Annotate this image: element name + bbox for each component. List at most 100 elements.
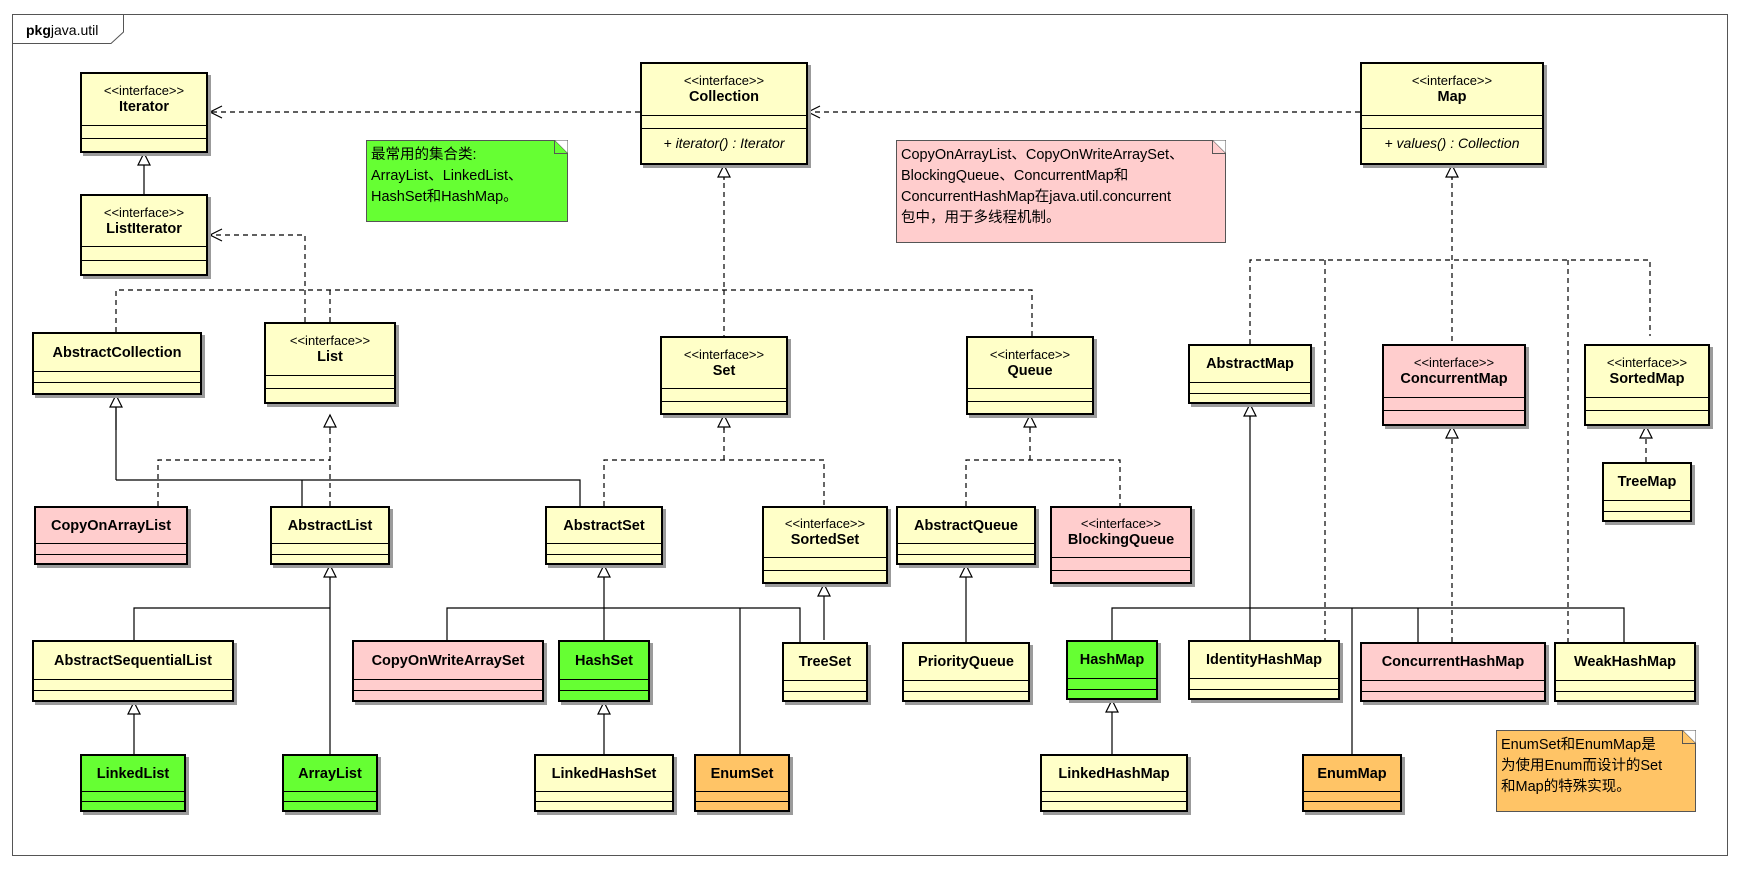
note-common-collections: 最常用的集合类: ArrayList、LinkedList、 HashSet和H…: [366, 140, 568, 222]
class-arraylist[interactable]: ArrayList: [282, 754, 378, 812]
class-name: AbstractSequentialList: [54, 652, 212, 669]
class-name: BlockingQueue: [1067, 532, 1175, 548]
class-iterator[interactable]: <<interface>>Iterator: [80, 72, 208, 153]
class-name: PriorityQueue: [918, 654, 1014, 670]
class-abstractcollection[interactable]: AbstractCollection: [32, 332, 202, 395]
class-identityhashmap[interactable]: IdentityHashMap: [1188, 640, 1340, 700]
class-name: ArrayList: [298, 765, 362, 782]
stereotype: <<interface>>: [1080, 516, 1162, 531]
class-hashset[interactable]: HashSet: [558, 640, 650, 702]
class-sortedmap[interactable]: <<interface>>SortedMap: [1584, 344, 1710, 426]
class-collection[interactable]: <<interface>>Collection + iterator() : I…: [640, 62, 808, 165]
class-name: IdentityHashMap: [1205, 652, 1322, 668]
class-concurrentmap[interactable]: <<interface>>ConcurrentMap: [1382, 344, 1526, 426]
package-name: java.util: [50, 22, 99, 38]
stereotype: <<interface>>: [1606, 355, 1688, 370]
class-name: ConcurrentHashMap: [1381, 654, 1525, 670]
class-priorityqueue[interactable]: PriorityQueue: [902, 642, 1030, 702]
stereotype: <<interface>>: [1413, 355, 1495, 370]
class-name: TreeSet: [798, 654, 852, 670]
package-label: pkgjava.util: [26, 22, 98, 38]
class-name: WeakHashMap: [1573, 654, 1677, 670]
class-weakhashmap[interactable]: WeakHashMap: [1554, 642, 1696, 702]
class-name: CopyOnWriteArraySet: [371, 652, 525, 669]
class-name: ListIterator: [106, 220, 182, 237]
class-set[interactable]: <<interface>>Set: [660, 336, 788, 415]
class-queue[interactable]: <<interface>>Queue: [966, 336, 1094, 415]
gen-abstractset: [446, 565, 801, 754]
note-line: 包中，用于多线程机制。: [901, 210, 1061, 226]
class-name: AbstractList: [287, 517, 373, 534]
note-line: ConcurrentHashMap在java.util.concurrent: [901, 189, 1171, 205]
note-line: 和Map的特殊实现。: [1501, 779, 1631, 795]
real-list: [157, 415, 331, 506]
stereotype: <<interface>>: [989, 346, 1071, 362]
class-name: SortedSet: [790, 532, 860, 548]
real-map-tree: [1249, 165, 1651, 644]
class-listiterator[interactable]: <<interface>>ListIterator: [80, 194, 208, 276]
class-abstractlist[interactable]: AbstractList: [270, 506, 390, 565]
class-name: Queue: [1007, 362, 1053, 379]
class-name: EnumSet: [710, 765, 774, 782]
class-linkedlist[interactable]: LinkedList: [80, 754, 186, 812]
stereotype: <<interface>>: [103, 204, 185, 220]
class-blockingqueue[interactable]: <<interface>>BlockingQueue: [1050, 506, 1192, 584]
package-keyword: pkg: [26, 22, 51, 38]
class-abstractqueue[interactable]: AbstractQueue: [896, 506, 1036, 565]
stereotype: <<interface>>: [289, 333, 371, 348]
real-collection-tree: [115, 165, 1033, 336]
class-treeset[interactable]: TreeSet: [782, 642, 868, 702]
class-abstractmap[interactable]: AbstractMap: [1188, 344, 1312, 404]
class-name: AbstractMap: [1206, 356, 1294, 372]
class-linkedhashset[interactable]: LinkedHashSet: [534, 754, 674, 812]
class-name: LinkedHashSet: [551, 765, 657, 782]
package-frame: [12, 14, 1728, 856]
class-sortedset[interactable]: <<interface>>SortedSet: [762, 506, 888, 584]
class-name: AbstractQueue: [914, 517, 1018, 534]
stereotype: <<interface>>: [683, 73, 765, 88]
class-name: LinkedHashMap: [1058, 765, 1170, 782]
note-line: 为使用Enum而设计的Set: [1501, 758, 1663, 774]
note-concurrent: CopyOnArrayList、CopyOnWriteArraySet、 Blo…: [896, 140, 1226, 243]
class-copyonarraylist[interactable]: CopyOnArrayList: [34, 506, 188, 565]
real-set: [603, 415, 825, 506]
class-operation: + iterator() : Iterator: [642, 128, 806, 153]
class-name: ConcurrentMap: [1400, 371, 1508, 387]
note-line: BlockingQueue、ConcurrentMap和: [901, 168, 1129, 184]
class-name: EnumMap: [1317, 765, 1387, 782]
stereotype: <<interface>>: [784, 516, 866, 531]
package-tab: [12, 14, 124, 44]
class-name: CopyOnArrayList: [50, 517, 172, 534]
class-abstractset[interactable]: AbstractSet: [545, 506, 663, 565]
note-line: CopyOnArrayList、CopyOnWriteArraySet、: [901, 147, 1184, 163]
class-name: Collection: [688, 89, 760, 105]
class-name: HashMap: [1079, 652, 1145, 668]
stereotype: <<interface>>: [103, 83, 185, 98]
gen-abstractmap: [1111, 404, 1625, 754]
note-line: HashSet和HashMap。: [371, 189, 518, 205]
class-name: HashSet: [574, 652, 634, 669]
class-name: LinkedList: [96, 765, 170, 782]
class-name: TreeMap: [1617, 474, 1677, 490]
class-linkedhashmap[interactable]: LinkedHashMap: [1040, 754, 1188, 812]
class-treemap[interactable]: TreeMap: [1602, 462, 1692, 522]
note-line: 最常用的集合类:: [371, 147, 477, 163]
class-list[interactable]: <<interface>>List: [264, 322, 396, 404]
class-name: Iterator: [119, 99, 169, 115]
class-hashmap[interactable]: HashMap: [1066, 640, 1158, 700]
class-name: List: [317, 349, 343, 365]
class-enummap[interactable]: EnumMap: [1302, 754, 1402, 812]
class-name: Set: [712, 362, 736, 379]
class-copyonwritearrayset[interactable]: CopyOnWriteArraySet: [352, 640, 544, 702]
class-name: SortedMap: [1609, 371, 1685, 387]
note-line: EnumSet和EnumMap是: [1501, 737, 1656, 753]
class-enumset[interactable]: EnumSet: [694, 754, 790, 812]
class-concurrenthashmap[interactable]: ConcurrentHashMap: [1360, 642, 1546, 702]
class-name: AbstractCollection: [52, 344, 182, 361]
note-line: ArrayList、LinkedList、: [371, 168, 523, 184]
class-map[interactable]: <<interface>>Map + values() : Collection: [1360, 62, 1544, 165]
gen-abstractcollection: [115, 395, 581, 506]
class-name: Map: [1437, 89, 1467, 105]
class-abstractsequentiallist[interactable]: AbstractSequentialList: [32, 640, 234, 702]
